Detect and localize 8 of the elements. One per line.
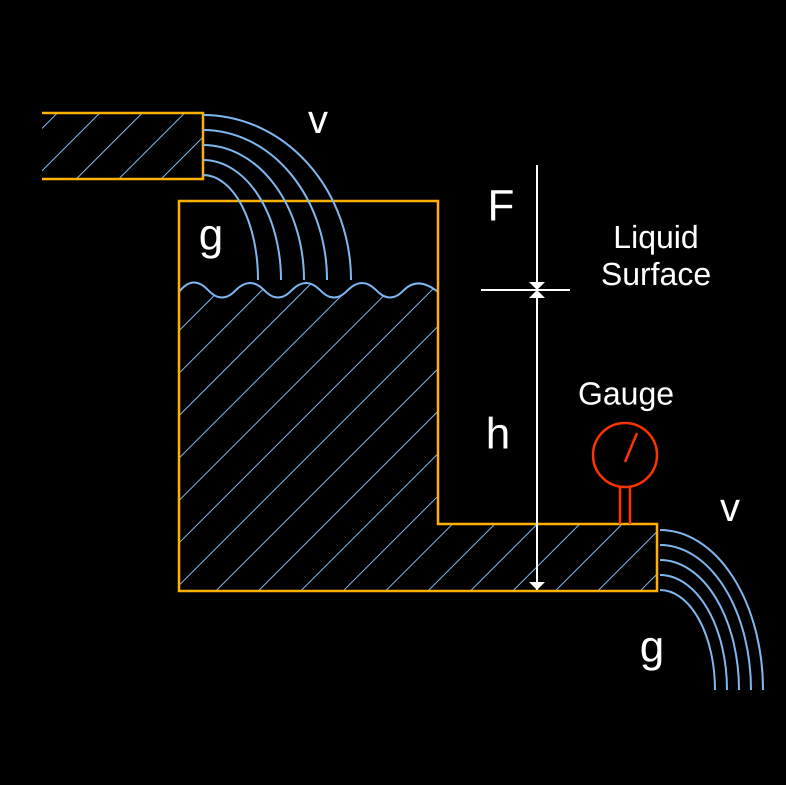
gravity-label: g	[640, 622, 664, 674]
gauge-label: Gauge	[578, 376, 674, 412]
velocity-label: v	[720, 485, 740, 531]
gravity-label: g	[198, 210, 224, 262]
force-label: F	[488, 182, 514, 232]
surface-label: Liquid Surface	[600, 219, 712, 293]
height-label: h	[486, 410, 510, 460]
velocity-label: v	[308, 97, 328, 143]
